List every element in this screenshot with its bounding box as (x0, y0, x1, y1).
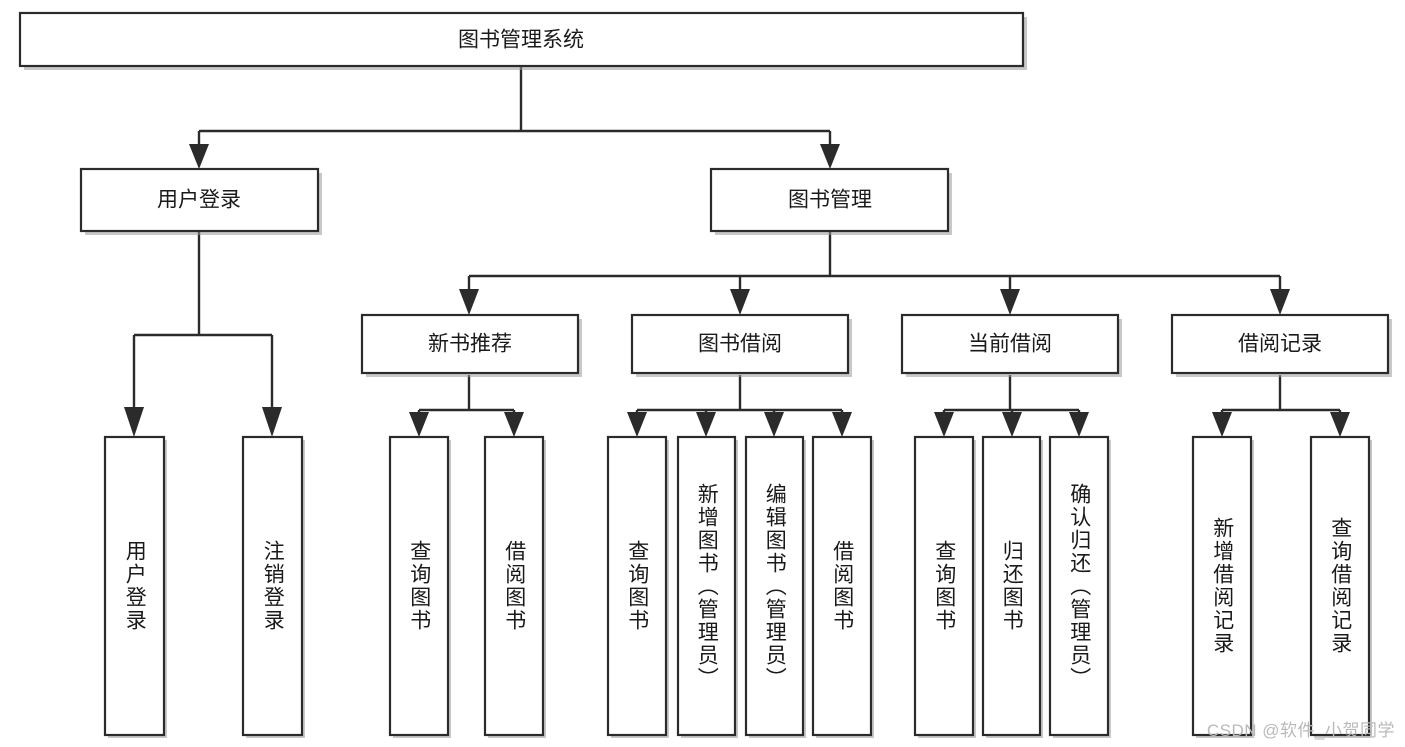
arrow-head-leaf-edit-book (764, 412, 784, 437)
edge-group-borrow-record-to-leaves (1212, 375, 1350, 437)
node-root-box[interactable] (18, 11, 1025, 68)
node-book-manage[interactable]: 图书管理 (709, 167, 952, 235)
arrow-head-leaf-query-record (1330, 412, 1350, 437)
node-borrow-record[interactable]: 借阅记录 (1170, 313, 1392, 377)
node-book-borrow-label: 图书借阅 (698, 333, 782, 356)
node-new-book-rec-label: 新书推荐 (428, 333, 512, 356)
node-book-borrow-box[interactable] (630, 313, 850, 375)
node-book-manage-label: 图书管理 (788, 189, 872, 212)
leaf-logout-login-box[interactable] (241, 435, 304, 737)
node-book-manage-box[interactable] (709, 167, 950, 233)
leaf-query-book-2[interactable] (606, 435, 669, 738)
node-new-book-rec-box[interactable] (360, 313, 580, 375)
node-borrow-record-box[interactable] (1170, 313, 1390, 375)
leaf-borrow-book-2-box[interactable] (811, 435, 873, 737)
node-root-label: 图书管理系统 (458, 29, 584, 52)
node-user-login-box[interactable] (79, 167, 320, 233)
leaf-query-record-box[interactable] (1309, 435, 1371, 737)
leaf-borrow-book-1[interactable] (483, 435, 546, 738)
node-current-borrow-label: 当前借阅 (968, 333, 1052, 356)
leaf-confirm-return-box[interactable] (1048, 435, 1110, 737)
leaf-borrow-book-1-box[interactable] (483, 435, 545, 737)
arrow-head-borrow-record (1270, 289, 1290, 315)
leaf-query-book-1-box[interactable] (388, 435, 450, 737)
leaf-add-book[interactable] (676, 435, 738, 738)
arrow-head-leaf-borrow-book-1 (504, 412, 524, 437)
arrow-head-leaf-logout-login (262, 407, 282, 437)
node-current-borrow-box[interactable] (900, 313, 1120, 375)
edge-group-current-borrow-to-leaves (934, 375, 1089, 437)
arrow-head-new-book-rec (459, 289, 479, 315)
arrow-head-leaf-query-book-3 (934, 412, 954, 437)
node-new-book-rec[interactable]: 新书推荐 (360, 313, 582, 377)
leaf-query-book-3-box[interactable] (913, 435, 975, 737)
node-user-login[interactable]: 用户登录 (79, 167, 322, 235)
arrow-head-user-login (189, 144, 209, 169)
leaf-borrow-book-2[interactable] (811, 435, 874, 738)
leaf-add-record[interactable] (1191, 435, 1254, 738)
node-book-borrow[interactable]: 图书借阅 (630, 313, 852, 377)
arrow-head-leaf-return-book (1002, 412, 1022, 437)
arrow-head-leaf-query-book-2 (627, 412, 647, 437)
leaf-return-book-box[interactable] (981, 435, 1042, 737)
node-root[interactable]: 图书管理系统 (18, 11, 1027, 70)
leaf-add-book-box[interactable] (676, 435, 737, 737)
node-user-login-label: 用户登录 (157, 189, 241, 212)
edge-group-book-borrow-to-leaves (627, 375, 852, 437)
arrow-head-leaf-user-login (124, 407, 144, 437)
arrow-head-book-manage (820, 144, 840, 169)
node-current-borrow[interactable]: 当前借阅 (900, 313, 1122, 377)
leaf-edit-book[interactable] (744, 435, 806, 738)
leaf-query-book-2-box[interactable] (606, 435, 668, 737)
leaf-logout-login[interactable] (241, 435, 305, 738)
edge-group-root-to-level2 (189, 67, 840, 169)
leaf-add-record-box[interactable] (1191, 435, 1253, 737)
leaf-query-book-1[interactable] (388, 435, 451, 738)
leaf-return-book[interactable] (981, 435, 1043, 738)
watermark-text: CSDN @软件_小贺同学 (1206, 721, 1395, 740)
leaf-box-group (103, 435, 1372, 738)
arrow-head-book-borrow (730, 289, 750, 315)
leaf-user-login[interactable] (103, 435, 167, 738)
node-borrow-record-label: 借阅记录 (1238, 333, 1322, 356)
arrow-head-leaf-add-record (1212, 412, 1232, 437)
arrow-head-current-borrow (1000, 289, 1020, 315)
edge-group-new-book-rec-to-leaves (409, 375, 524, 437)
arrow-head-leaf-borrow-book-2 (832, 412, 852, 437)
leaf-user-login-box[interactable] (103, 435, 166, 737)
arrow-head-leaf-add-book (696, 412, 716, 437)
leaf-confirm-return[interactable] (1048, 435, 1111, 738)
edge-group-user-login-to-leaves (124, 232, 282, 437)
edge-group-book-manage-to-level3 (459, 232, 1290, 315)
leaf-query-record[interactable] (1309, 435, 1372, 738)
arrow-head-leaf-query-book-1 (409, 412, 429, 437)
leaf-query-book-3[interactable] (913, 435, 976, 738)
leaf-edit-book-box[interactable] (744, 435, 805, 737)
arrow-head-leaf-confirm-return (1069, 412, 1089, 437)
